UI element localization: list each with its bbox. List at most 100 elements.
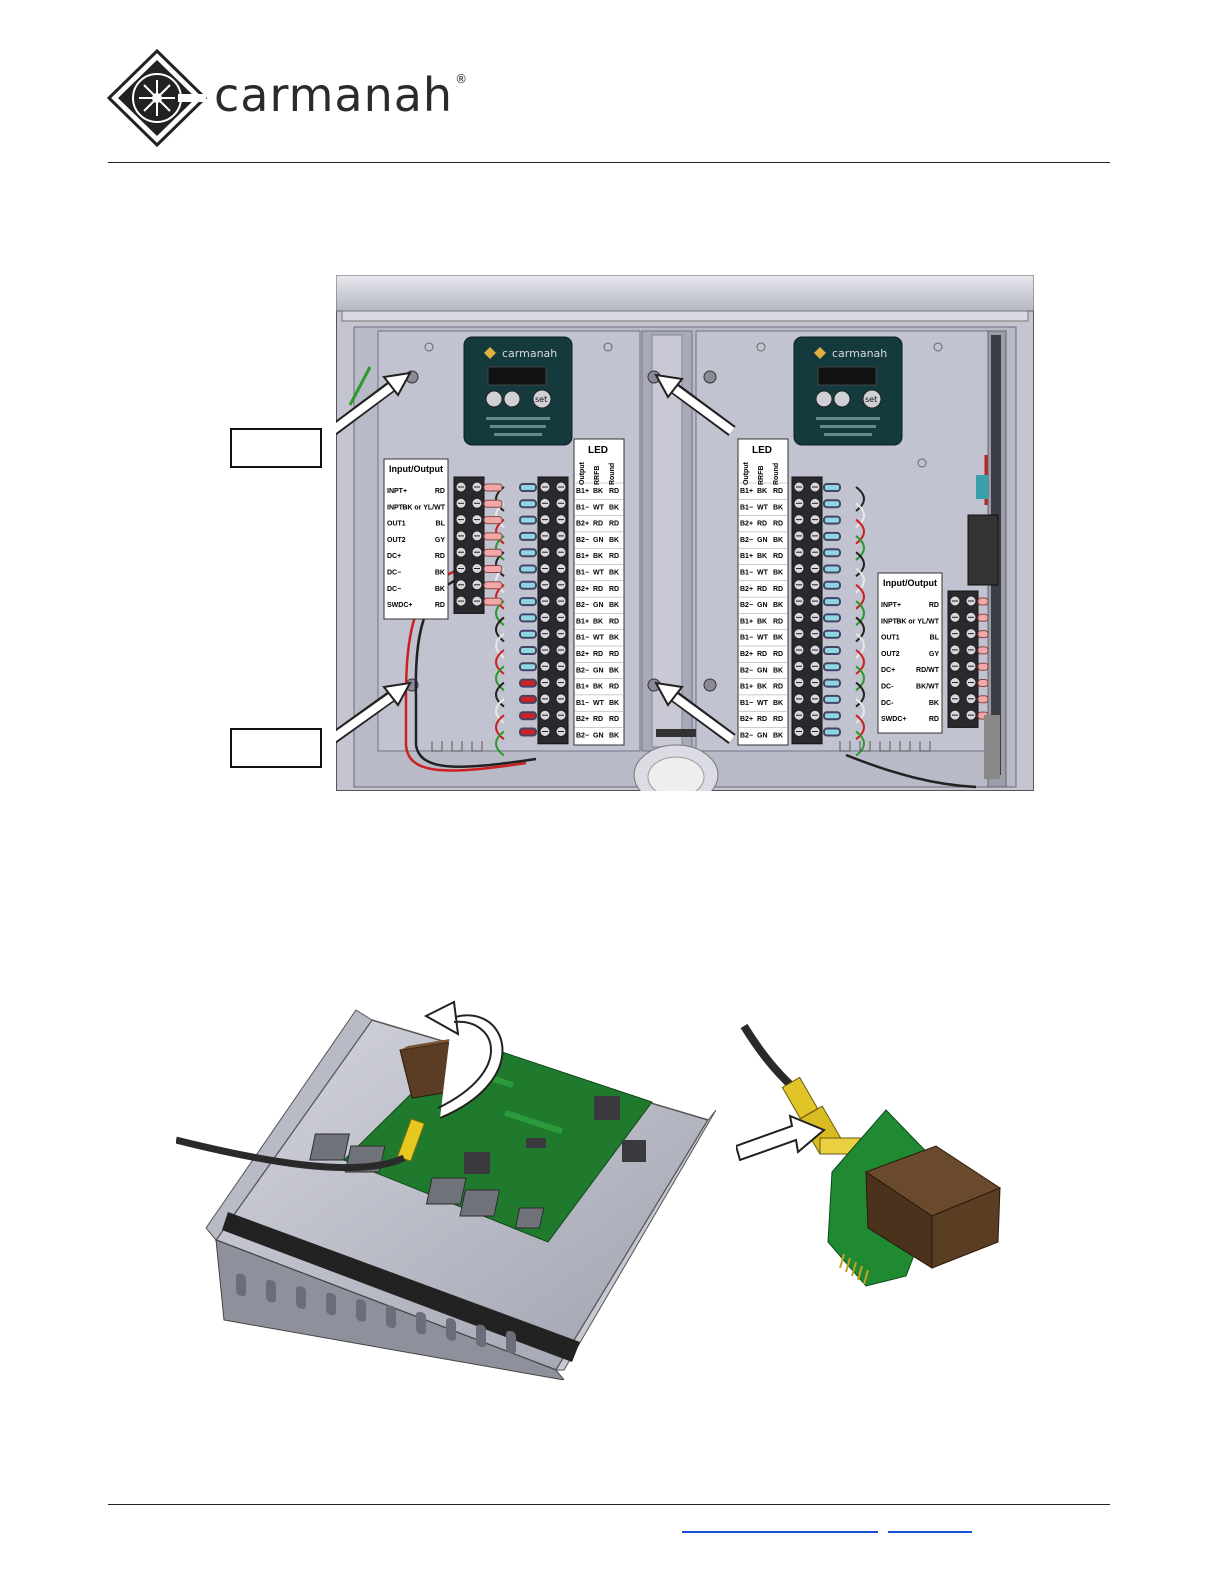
led-cell-output: B2+: [576, 651, 589, 658]
led-cell-round: RD: [609, 521, 619, 528]
io-cell-color: BK: [435, 586, 445, 593]
led-cell-output: B1+: [740, 488, 753, 495]
led-cell-round: BK: [609, 602, 619, 609]
led-cell-output: B2−: [740, 602, 753, 609]
io-cell-color: RD/WT: [916, 667, 940, 674]
rotate-arrow-icon: [423, 1000, 504, 1119]
led-cell-round: BK: [609, 570, 619, 577]
led-cell-output: B1−: [740, 504, 753, 511]
led-cell-output: B1+: [740, 553, 753, 560]
brand-name: carmanah: [214, 68, 454, 122]
right-controller: carmanah set: [793, 336, 903, 446]
brand-wordmark: carmanah®: [214, 68, 468, 122]
io-cell-name: DC+: [881, 667, 895, 674]
io-cell-name: DC+: [387, 553, 401, 560]
footer-link-underline-2[interactable]: [888, 1531, 972, 1533]
controller-brand: carmanah: [832, 347, 887, 360]
io-cell-name: SWDC+: [387, 602, 412, 609]
callout-box-bottom: [230, 728, 322, 768]
led-cell-rrfb: GN: [593, 602, 604, 609]
led-header-round: Round: [609, 463, 616, 485]
led-cell-rrfb: WT: [757, 635, 769, 642]
led-cell-round: BK: [773, 635, 783, 642]
io-cell-name: OUT1: [387, 521, 406, 528]
led-cell-output: B2+: [576, 521, 589, 528]
io-cell-name: OUT2: [387, 537, 406, 544]
io-cell-color: BL: [930, 635, 940, 642]
led-cell-output: B2+: [740, 586, 753, 593]
right-wire-loops: [823, 483, 865, 757]
io-cell-color: GY: [929, 651, 939, 658]
io-cell-name: DC-: [881, 684, 894, 691]
terminal-strip-io-left: [453, 476, 503, 614]
led-cell-output: B1−: [576, 700, 589, 707]
led-cell-round: BK: [773, 667, 783, 674]
set-button-label: set: [535, 395, 547, 404]
led-cell-output: B1−: [740, 635, 753, 642]
led-cell-round: BK: [609, 700, 619, 707]
led-cell-rrfb: GN: [757, 537, 768, 544]
led-rows-right: B1+ BK RD B1− WT BK B2+ RD RD B2− GN BK B1+ BK RD B1− WT…: [738, 482, 788, 740]
led-cell-output: B1+: [576, 488, 589, 495]
led-cell-output: B1+: [576, 618, 589, 625]
led-cell-rrfb: RD: [757, 651, 767, 658]
led-cell-rrfb: WT: [757, 570, 769, 577]
callout-arrow-top-left: [336, 371, 412, 436]
led-cell-round: RD: [773, 684, 783, 691]
io-cell-color: BK: [435, 570, 445, 577]
io-cell-color: RD: [435, 553, 445, 560]
led-cell-round: RD: [609, 488, 619, 495]
led-cell-round: BK: [773, 570, 783, 577]
tray-slots: [236, 1273, 516, 1354]
led-cell-round: RD: [773, 521, 783, 528]
io-title: Input/Output: [883, 578, 937, 588]
led-cell-round: BK: [609, 537, 619, 544]
io-cell-color: BK/WT: [916, 684, 940, 691]
io-cell-name: DC−: [387, 586, 401, 593]
led-title: LED: [588, 445, 608, 456]
led-cell-rrfb: BK: [593, 618, 603, 625]
led-cell-output: B2−: [576, 602, 589, 609]
led-cell-rrfb: GN: [757, 733, 768, 740]
led-cell-rrfb: WT: [757, 700, 769, 707]
led-cell-output: B1−: [576, 504, 589, 511]
led-cell-rrfb: BK: [757, 618, 767, 625]
led-cell-rrfb: GN: [593, 537, 604, 544]
led-cell-output: B1+: [740, 684, 753, 691]
led-cell-output: B1+: [576, 684, 589, 691]
led-cell-rrfb: RD: [593, 521, 603, 528]
led-header-output: Output: [743, 461, 750, 485]
led-cell-output: B2−: [740, 667, 753, 674]
led-cell-round: RD: [773, 488, 783, 495]
footer-rule: [108, 1504, 1110, 1505]
io-cell-color: GY: [435, 537, 445, 544]
led-cell-round: BK: [773, 700, 783, 707]
led-cell-rrfb: RD: [757, 521, 767, 528]
controller-brand: carmanah: [502, 347, 557, 360]
led-cell-rrfb: WT: [593, 504, 605, 511]
callout-arrow-bottom-center: [654, 681, 736, 744]
header-rule: [108, 162, 1110, 163]
terminal-strip-led-right: [791, 476, 823, 745]
io-cell-name: INPT−: [387, 504, 407, 511]
footer-link-underline-1[interactable]: [682, 1531, 878, 1533]
led-cell-rrfb: WT: [757, 504, 769, 511]
io-cell-color: BK or YL/WT: [896, 618, 939, 625]
io-cell-color: RD: [435, 602, 445, 609]
led-cell-round: RD: [609, 618, 619, 625]
led-cell-round: RD: [773, 618, 783, 625]
io-cell-color: RD: [929, 716, 939, 723]
io-cell-color: BL: [436, 521, 446, 528]
led-cell-rrfb: GN: [757, 602, 768, 609]
led-cell-output: B2−: [740, 733, 753, 740]
led-cell-round: BK: [609, 635, 619, 642]
led-cell-output: B1−: [740, 570, 753, 577]
led-cell-rrfb: BK: [593, 553, 603, 560]
led-cell-output: B1−: [740, 700, 753, 707]
led-title: LED: [752, 445, 772, 456]
led-cell-output: B1+: [576, 553, 589, 560]
led-cell-output: B1+: [740, 618, 753, 625]
